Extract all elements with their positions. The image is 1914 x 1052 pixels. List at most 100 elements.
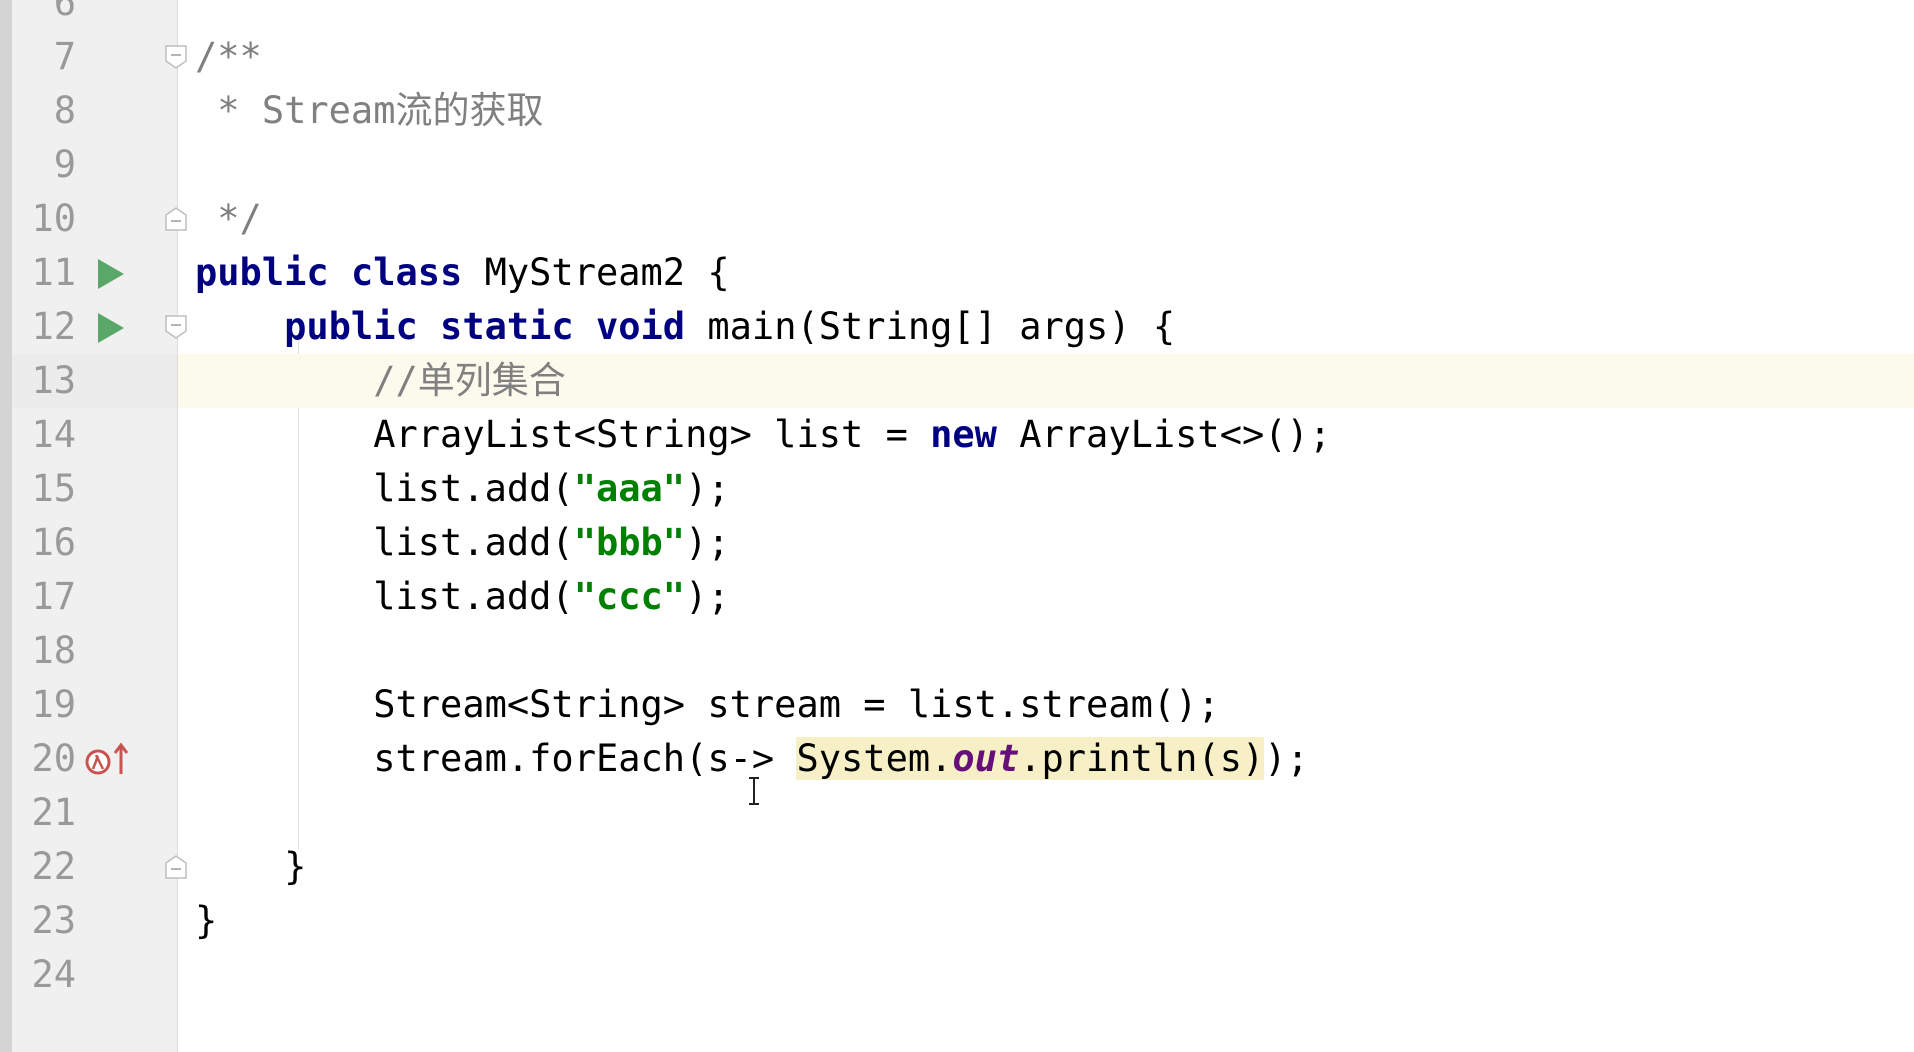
code-line[interactable]: 14 ArrayList<String> list = new ArrayLis… bbox=[0, 408, 1914, 462]
fold-icon[interactable] bbox=[165, 855, 187, 879]
string-literal: "aaa" bbox=[573, 467, 686, 510]
indent-guide bbox=[298, 340, 299, 850]
code-segment: stream.forEach(s-> bbox=[373, 737, 797, 780]
line-number[interactable]: 9 bbox=[53, 143, 76, 186]
keyword: new bbox=[930, 413, 997, 456]
code-segment: ); bbox=[685, 467, 730, 510]
keyword: static bbox=[440, 305, 574, 348]
code-segment: list.add( bbox=[373, 467, 574, 510]
run-icon[interactable] bbox=[98, 313, 124, 343]
line-number[interactable]: 23 bbox=[31, 899, 76, 942]
indent bbox=[195, 845, 284, 888]
code-line[interactable]: 19 Stream<String> stream = list.stream()… bbox=[0, 678, 1914, 732]
code-line[interactable]: 15 list.add("aaa"); bbox=[0, 462, 1914, 516]
code-line[interactable]: 24 bbox=[0, 948, 1914, 1002]
fold-icon[interactable] bbox=[165, 45, 187, 69]
current-line-gutter-highlight bbox=[12, 354, 177, 408]
fold-icon[interactable] bbox=[165, 315, 187, 339]
code-segment: System. bbox=[796, 737, 953, 780]
line-number[interactable]: 16 bbox=[31, 521, 76, 564]
code-line[interactable]: 20 stream.forEach(s-> System.out.println… bbox=[0, 732, 1914, 786]
code-segment: .println(s) bbox=[1019, 737, 1265, 780]
code-segment: } bbox=[284, 845, 307, 888]
editor-left-edge bbox=[0, 0, 12, 1052]
line-number[interactable]: 20 bbox=[31, 737, 76, 780]
code-line[interactable]: 23 } bbox=[0, 894, 1914, 948]
code-line[interactable]: 10 */ bbox=[0, 192, 1914, 246]
code-area[interactable] bbox=[178, 0, 1914, 1052]
keyword: void bbox=[595, 305, 686, 348]
code-line[interactable]: 21 bbox=[0, 786, 1914, 840]
current-line-highlight bbox=[178, 354, 1914, 408]
code-text: stream.forEach(s-> System.out.println(s)… bbox=[195, 732, 1309, 786]
line-number[interactable]: 21 bbox=[31, 791, 76, 834]
code-line[interactable]: 8 * Stream流的获取 bbox=[0, 84, 1914, 138]
line-number[interactable]: 24 bbox=[31, 953, 76, 996]
code-text: public static void main(String[] args) { bbox=[195, 300, 1175, 354]
keyword: public bbox=[284, 305, 418, 348]
line-number[interactable]: 18 bbox=[31, 629, 76, 672]
fold-icon[interactable] bbox=[165, 207, 187, 231]
code-text: } bbox=[195, 840, 306, 894]
run-icon[interactable] bbox=[98, 259, 124, 289]
code-line[interactable]: 7 /** bbox=[0, 30, 1914, 84]
line-number[interactable]: 6 bbox=[53, 0, 76, 24]
highlighted-expression: System.out.println(s) bbox=[796, 737, 1265, 780]
line-number[interactable]: 19 bbox=[31, 683, 76, 726]
string-literal: "ccc" bbox=[573, 575, 686, 618]
code-text: list.add("ccc"); bbox=[195, 570, 730, 624]
indent bbox=[195, 413, 373, 456]
code-segment: list.add( bbox=[373, 575, 574, 618]
code-text: list.add("aaa"); bbox=[195, 462, 730, 516]
keyword: class bbox=[350, 251, 463, 294]
code-segment: ); bbox=[685, 521, 730, 564]
indent bbox=[195, 683, 373, 726]
code-text: } bbox=[195, 899, 218, 942]
indent bbox=[195, 467, 373, 510]
code-text: */ bbox=[195, 197, 262, 240]
line-number[interactable]: 13 bbox=[31, 359, 76, 402]
static-field: out bbox=[952, 737, 1020, 780]
code-line[interactable]: 22 } bbox=[0, 840, 1914, 894]
string-literal: "bbb" bbox=[573, 521, 686, 564]
line-number[interactable]: 10 bbox=[31, 197, 76, 240]
code-line[interactable]: 11 public class MyStream2 { bbox=[0, 246, 1914, 300]
code-segment: main(String[] args) { bbox=[685, 305, 1176, 348]
line-number[interactable]: 22 bbox=[31, 845, 76, 888]
line-number[interactable]: 7 bbox=[53, 35, 76, 78]
line-number[interactable]: 14 bbox=[31, 413, 76, 456]
line-number[interactable]: 15 bbox=[31, 467, 76, 510]
code-line[interactable]: 16 list.add("bbb"); bbox=[0, 516, 1914, 570]
code-segment: ); bbox=[1264, 737, 1309, 780]
code-line[interactable]: 12 public static void main(String[] args… bbox=[0, 300, 1914, 354]
code-text: Stream<String> stream = list.stream(); bbox=[195, 678, 1220, 732]
indent bbox=[195, 737, 373, 780]
keyword: public bbox=[195, 251, 329, 294]
code-text: ArrayList<String> list = new ArrayList<>… bbox=[195, 408, 1331, 462]
editor-gutter[interactable] bbox=[12, 0, 178, 1052]
code-text: public class MyStream2 { bbox=[195, 246, 730, 300]
code-segment: Stream<String> stream = list.stream(); bbox=[373, 683, 1220, 726]
line-number[interactable]: 17 bbox=[31, 575, 76, 618]
line-number[interactable]: 12 bbox=[31, 305, 76, 348]
current-line[interactable]: 13 //单列集合 bbox=[0, 354, 1914, 408]
text-cursor-icon bbox=[749, 777, 759, 805]
code-line[interactable]: 17 list.add("ccc"); bbox=[0, 570, 1914, 624]
lambda-icon[interactable] bbox=[84, 742, 134, 778]
code-line[interactable]: 9 bbox=[0, 138, 1914, 192]
line-number[interactable]: 8 bbox=[53, 89, 76, 132]
code-text: //单列集合 bbox=[195, 354, 566, 408]
code-line[interactable]: 6 bbox=[0, 0, 1914, 30]
code-segment: ArrayList<>(); bbox=[996, 413, 1332, 456]
indent bbox=[195, 521, 373, 564]
indent bbox=[195, 359, 373, 402]
code-text: /** bbox=[195, 35, 262, 78]
code-line[interactable]: 18 bbox=[0, 624, 1914, 678]
line-number[interactable]: 11 bbox=[31, 251, 76, 294]
indent bbox=[195, 575, 373, 618]
code-segment: ArrayList<String> list = bbox=[373, 413, 931, 456]
indent bbox=[195, 305, 284, 348]
code-segment: ); bbox=[685, 575, 730, 618]
comment: //单列集合 bbox=[373, 359, 566, 402]
